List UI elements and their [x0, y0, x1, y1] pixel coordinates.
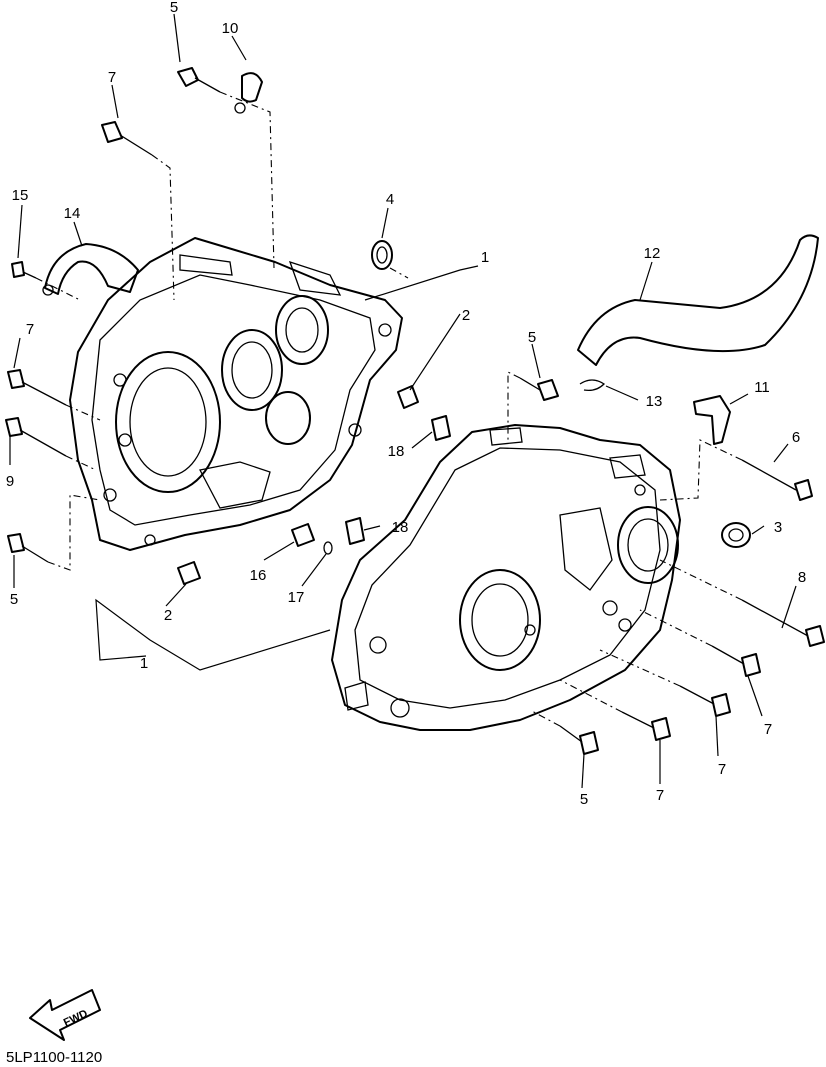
callout-17: 17	[288, 589, 305, 606]
leader-lines	[9, 13, 797, 789]
crankcase-bolts	[5, 67, 825, 755]
callout-12: 12	[644, 245, 661, 262]
callout-5-right: 5	[528, 329, 536, 346]
callout-1-bottom: 1	[140, 655, 148, 672]
callout-1-top: 1	[481, 249, 489, 266]
small-parts	[42, 72, 819, 585]
callout-4: 4	[386, 191, 394, 208]
callout-5-top: 5	[170, 0, 178, 16]
callout-2-top: 2	[462, 307, 470, 324]
callout-7-left: 7	[26, 321, 34, 338]
callout-15: 15	[12, 187, 29, 204]
callout-2-bottom: 2	[164, 607, 172, 624]
callout-9: 9	[6, 473, 14, 490]
callout-7-right-3: 7	[656, 787, 664, 804]
callout-18-top: 18	[388, 443, 405, 460]
callout-3: 3	[774, 519, 782, 536]
callout-6: 6	[792, 429, 800, 446]
right-crankcase	[331, 424, 681, 731]
callout-7-top: 7	[108, 69, 116, 86]
callout-7-right-2: 7	[718, 761, 726, 778]
callout-18-bottom: 18	[392, 519, 409, 536]
fwd-arrow: FWD	[29, 989, 101, 1041]
callout-5-bottom: 5	[580, 791, 588, 808]
callout-14: 14	[64, 205, 81, 222]
left-crankcase	[69, 237, 403, 551]
callout-8: 8	[798, 569, 806, 586]
callout-11: 11	[754, 379, 770, 396]
callout-10: 10	[222, 20, 239, 37]
callout-5-left: 5	[10, 591, 18, 608]
callout-16: 16	[250, 567, 267, 584]
assembly-guide-lines	[35, 91, 743, 727]
diagram-code: 5LP1100-1120	[6, 1049, 102, 1066]
callout-labels: 5 10 7 15 14 4 1 12 2 7 5 11 13 6 18 9 1…	[6, 0, 806, 808]
callout-7-right-1: 7	[764, 721, 772, 738]
callout-13: 13	[646, 393, 663, 410]
fwd-label: FWD	[62, 1008, 90, 1029]
